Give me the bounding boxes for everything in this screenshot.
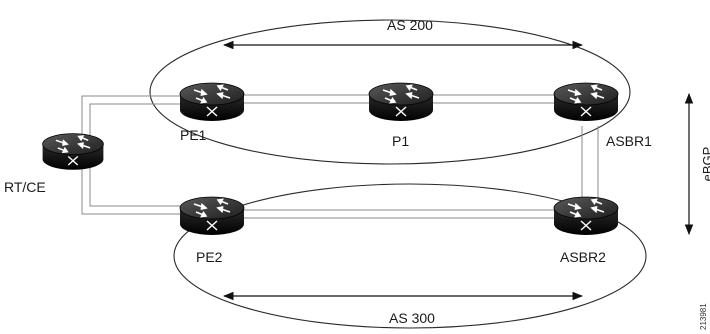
- ebgp-label: eBGP: [700, 147, 710, 182]
- router-label-pe2: PE2: [196, 249, 223, 265]
- router-rtce: [41, 132, 105, 171]
- links: [81, 94, 599, 219]
- router-asbr1: [553, 82, 619, 122]
- router-pe2: [179, 196, 245, 236]
- router-label-rtce: RT/CE: [4, 179, 46, 195]
- as300-label: AS 300: [389, 310, 435, 326]
- as200-label: AS 200: [387, 17, 433, 33]
- router-label-asbr2: ASBR2: [560, 249, 606, 265]
- as300-oval: [173, 183, 647, 329]
- as200-oval: [149, 19, 631, 165]
- router-label-asbr1: ASBR1: [606, 133, 652, 149]
- router-label-p1: P1: [392, 133, 409, 149]
- router-label-pe1: PE1: [180, 127, 207, 143]
- router-pe1: [179, 82, 245, 122]
- router-asbr2: [553, 196, 619, 236]
- router-p1: [368, 82, 434, 122]
- figure-id: 213981: [699, 303, 708, 330]
